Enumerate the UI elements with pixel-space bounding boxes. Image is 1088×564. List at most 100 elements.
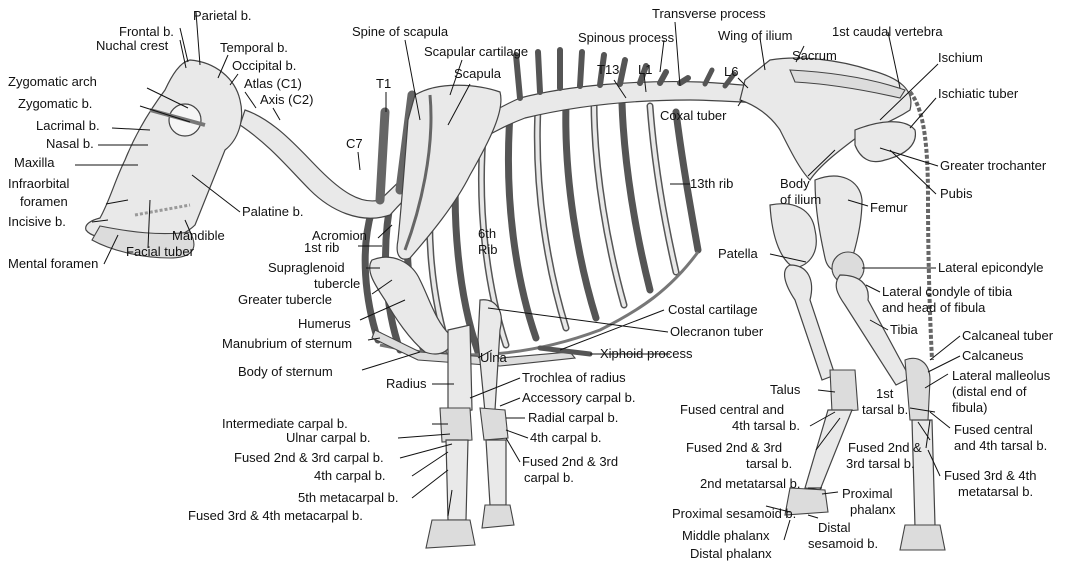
label-fused23-tarsal-l-1: Fused 2nd & 3rd [686, 440, 782, 455]
label-fused-central-l-2: 4th tarsal b. [732, 418, 800, 433]
label-temporal: Temporal b. [220, 40, 288, 55]
label-nuchal-crest: Nuchal crest [96, 38, 169, 53]
label-first-rib: 1st rib [304, 240, 339, 255]
label-t13: T13 [597, 62, 619, 77]
label-accessory-carpal: Accessory carpal b. [522, 390, 635, 405]
label-lateral-epicondyle: Lateral epicondyle [938, 260, 1044, 275]
label-radial-carpal: Radial carpal b. [528, 410, 618, 425]
label-fifth-metacarpal: 5th metacarpal b. [298, 490, 398, 505]
label-incisive: Incisive b. [8, 214, 66, 229]
label-pubis: Pubis [940, 186, 973, 201]
label-distal-phalanx: Distal phalanx [690, 546, 772, 561]
label-body-ilium-1: Body [780, 176, 810, 191]
label-palatine: Palatine b. [242, 204, 303, 219]
label-fused23-carpal-2: carpal b. [524, 470, 574, 485]
label-talus: Talus [770, 382, 801, 397]
label-fused34-metacarpal: Fused 3rd & 4th metacarpal b. [188, 508, 363, 523]
label-ulnar-carpal: Ulnar carpal b. [286, 430, 371, 445]
label-transverse-process: Transverse process [652, 6, 766, 21]
label-greater-tubercle: Greater tubercle [238, 292, 332, 307]
label-lacrimal: Lacrimal b. [36, 118, 100, 133]
label-ischiatic-tuber: Ischiatic tuber [938, 86, 1019, 101]
label-distal-sesamoid-1: Distal [818, 520, 851, 535]
label-c7: C7 [346, 136, 363, 151]
label-ulna: Ulna [480, 350, 508, 365]
label-zygomatic-arch: Zygomatic arch [8, 74, 97, 89]
skeleton-illustration [86, 50, 945, 550]
label-greater-trochanter: Greater trochanter [940, 158, 1047, 173]
label-calcaneus: Calcaneus [962, 348, 1024, 363]
label-costal-cartilage: Costal cartilage [668, 302, 758, 317]
label-proximal-phalanx-2: phalanx [850, 502, 896, 517]
label-fused23-tarsal-r-2: 3rd tarsal b. [846, 456, 915, 471]
label-radius: Radius [386, 376, 427, 391]
label-lat-condyle-1: Lateral condyle of tibia [882, 284, 1013, 299]
label-lat-malleolus-1: Lateral malleolus [952, 368, 1051, 383]
label-intermediate-carpal: Intermediate carpal b. [222, 416, 348, 431]
vertebral-column [240, 50, 800, 218]
label-supraglenoid-1: Supraglenoid [268, 260, 345, 275]
label-fused34-metatarsal-1: Fused 3rd & 4th [944, 468, 1037, 483]
label-supraglenoid-2: tubercle [314, 276, 360, 291]
label-nasal: Nasal b. [46, 136, 94, 151]
xiphoid [540, 348, 590, 354]
label-spine-scapula: Spine of scapula [352, 24, 449, 39]
label-mandible: Mandible [172, 228, 225, 243]
label-lat-malleolus-3: fibula) [952, 400, 987, 415]
label-femur: Femur [870, 200, 908, 215]
label-xiphoid: Xiphoid process [600, 346, 693, 361]
label-middle-phalanx: Middle phalanx [682, 528, 770, 543]
label-sixth-rib-2: Rib [478, 242, 498, 257]
label-olecranon: Olecranon tuber [670, 324, 764, 339]
label-parietal: Parietal b. [193, 8, 252, 23]
label-maxilla: Maxilla [14, 155, 55, 170]
label-infraorbital-2: foramen [20, 194, 68, 209]
label-fused23-carpal-1: Fused 2nd & 3rd [522, 454, 618, 469]
label-scapula: Scapula [454, 66, 502, 81]
label-fused-central-l-1: Fused central and [680, 402, 784, 417]
label-lat-malleolus-2: (distal end of [952, 384, 1027, 399]
label-body-ilium-2: of ilium [780, 192, 821, 207]
label-first-tarsal-2: tarsal b. [862, 402, 908, 417]
label-mental-foramen: Mental foramen [8, 256, 98, 271]
label-ischium: Ischium [938, 50, 983, 65]
label-trochlea-radius: Trochlea of radius [522, 370, 626, 385]
label-fourth-carpal-l: 4th carpal b. [314, 468, 386, 483]
label-facial-tuber: Facial tuber [126, 244, 195, 259]
label-infraorbital-1: Infraorbital [8, 176, 70, 191]
label-fused-central-r-2: and 4th tarsal b. [954, 438, 1047, 453]
label-proximal-sesamoid: Proximal sesamoid b. [672, 506, 796, 521]
label-second-metatarsal: 2nd metatarsal b. [700, 476, 800, 491]
label-manubrium: Manubrium of sternum [222, 336, 352, 351]
label-humerus: Humerus [298, 316, 351, 331]
label-coxal-tuber: Coxal tuber [660, 108, 727, 123]
label-proximal-phalanx-1: Proximal [842, 486, 893, 501]
label-fused23-carpal-l: Fused 2nd & 3rd carpal b. [234, 450, 384, 465]
label-distal-sesamoid-2: sesamoid b. [808, 536, 878, 551]
label-patella: Patella [718, 246, 759, 261]
label-fused23-tarsal-r-1: Fused 2nd & [848, 440, 922, 455]
label-fused-central-r-1: Fused central [954, 422, 1033, 437]
label-atlas: Atlas (C1) [244, 76, 302, 91]
label-scapular-cartilage: Scapular cartilage [424, 44, 528, 59]
label-tibia: Tibia [890, 322, 918, 337]
label-sixth-rib-1: 6th [478, 226, 496, 241]
label-zygomatic: Zygomatic b. [18, 96, 92, 111]
label-calcaneal-tuber: Calcaneal tuber [962, 328, 1054, 343]
label-first-tarsal-1: 1st [876, 386, 894, 401]
label-occipital: Occipital b. [232, 58, 296, 73]
label-l6: L6 [724, 64, 738, 79]
label-lat-condyle-2: and head of fibula [882, 300, 986, 315]
label-axis: Axis (C2) [260, 92, 313, 107]
label-body-sternum: Body of sternum [238, 364, 333, 379]
pelvis [740, 58, 915, 180]
label-thirteenth-rib: 13th rib [690, 176, 733, 191]
label-first-caudal: 1st caudal vertebra [832, 24, 943, 39]
label-frontal: Frontal b. [119, 24, 174, 39]
label-fused34-metatarsal-2: metatarsal b. [958, 484, 1033, 499]
label-t1: T1 [376, 76, 391, 91]
label-l1: L1 [638, 62, 652, 77]
label-wing-ilium: Wing of ilium [718, 28, 792, 43]
label-sacrum: Sacrum [792, 48, 837, 63]
